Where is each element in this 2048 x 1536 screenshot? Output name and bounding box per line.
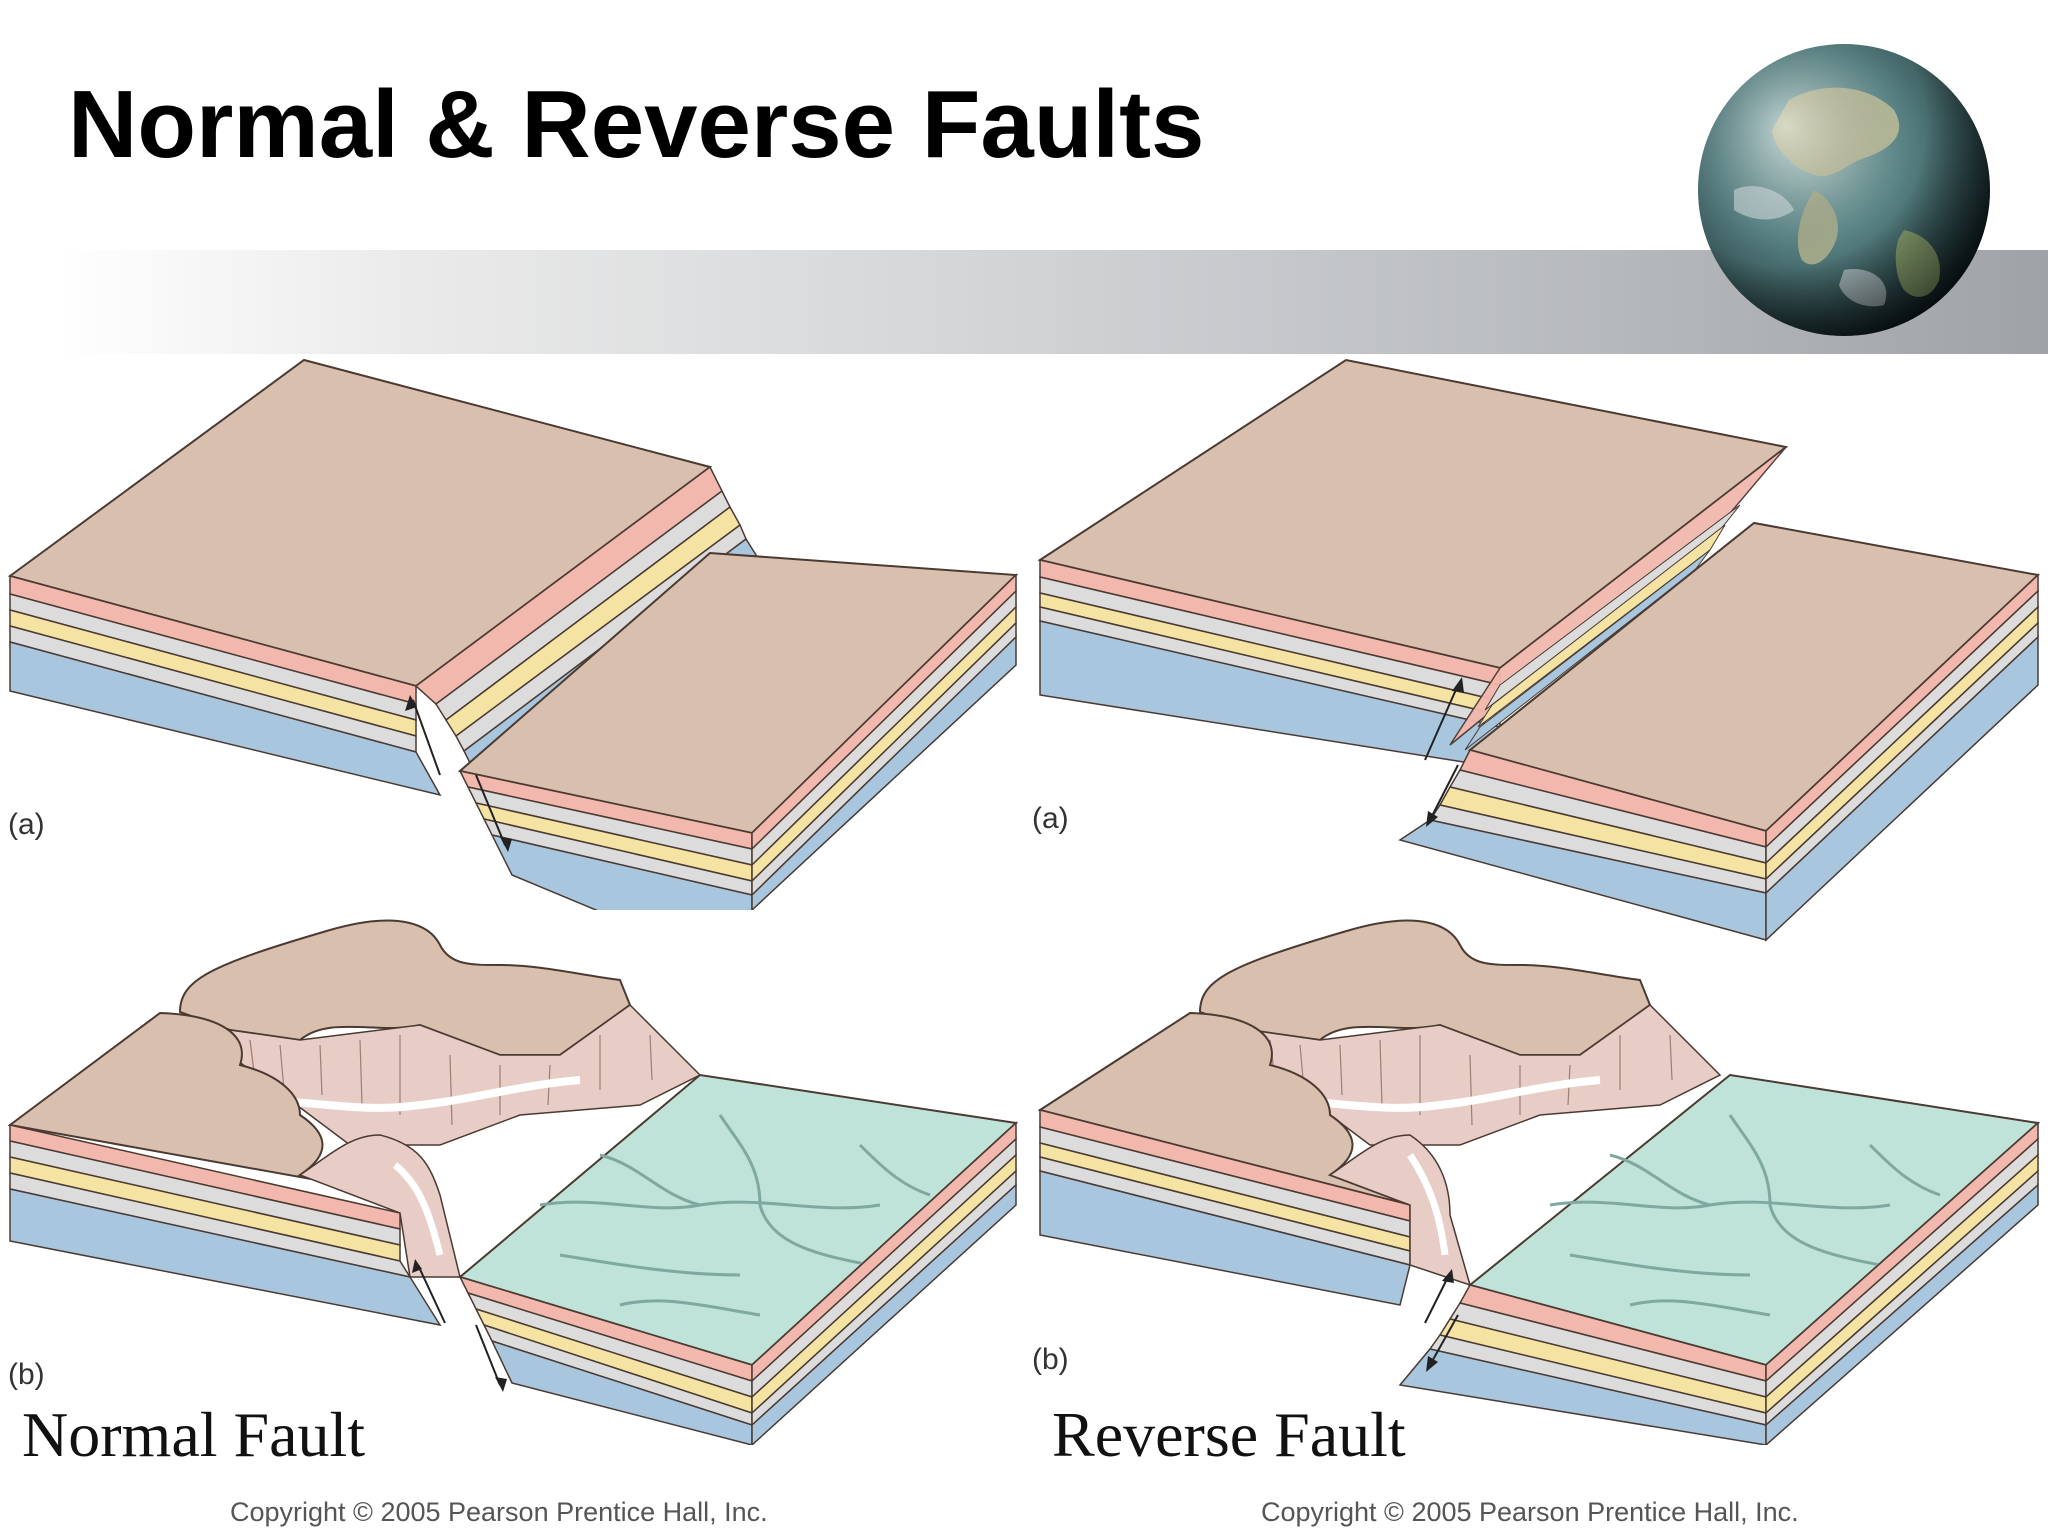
normal-fault-diagram-a — [0, 355, 1030, 910]
header-gradient-bar — [56, 250, 2048, 354]
copyright-left: Copyright © 2005 Pearson Prentice Hall, … — [230, 1497, 768, 1527]
normal-fault-diagram-b — [0, 905, 1030, 1445]
reverse-a-label: (a) — [1032, 802, 1069, 835]
reverse-fault-diagram-a — [1030, 355, 2048, 945]
reverse-b-label: (b) — [1032, 1343, 1069, 1376]
normal-fault-caption: Normal Fault — [22, 1399, 366, 1470]
slide-title: Normal & Reverse Faults — [68, 71, 1205, 178]
globe-icon — [1698, 44, 1990, 336]
reverse-fault-caption: Reverse Fault — [1052, 1399, 1406, 1470]
normal-a-label: (a) — [8, 808, 45, 841]
normal-b-label: (b) — [8, 1358, 45, 1391]
copyright-right: Copyright © 2005 Pearson Prentice Hall, … — [1261, 1497, 1799, 1527]
reverse-fault-diagram-b — [1030, 905, 2048, 1445]
